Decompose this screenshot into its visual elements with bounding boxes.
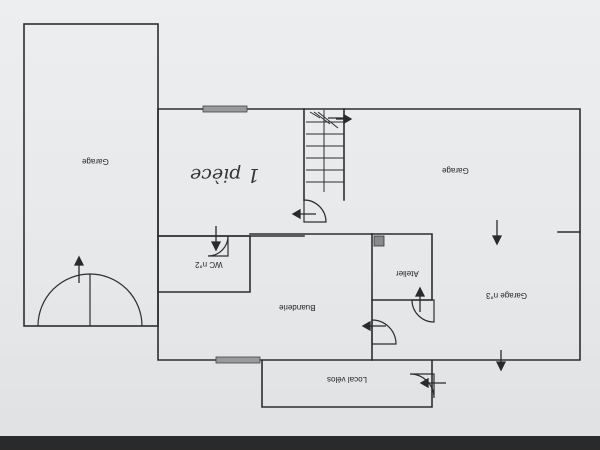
atelier-vent [373, 235, 385, 247]
garage-left-label: Garage [82, 157, 109, 166]
atelier-walls [371, 233, 433, 361]
buanderie-label: Buanderie [279, 303, 316, 312]
page-bottom-edge [0, 436, 600, 450]
windows [202, 105, 261, 364]
atelier-label: Atelier [396, 269, 419, 278]
garage-left-walls [23, 23, 159, 327]
staircase [306, 110, 346, 192]
stair-wall [303, 108, 345, 201]
handwritten-piece-label: 1 pièce [190, 164, 260, 186]
door-swings [37, 199, 435, 399]
access-arrows [73, 113, 507, 389]
garage-right-label: Garage [442, 166, 469, 175]
wc-label: WC n°2 [195, 260, 223, 269]
local-velos-label: Local vélos [327, 375, 368, 384]
garage3-label: Garage n°3 [486, 291, 528, 300]
